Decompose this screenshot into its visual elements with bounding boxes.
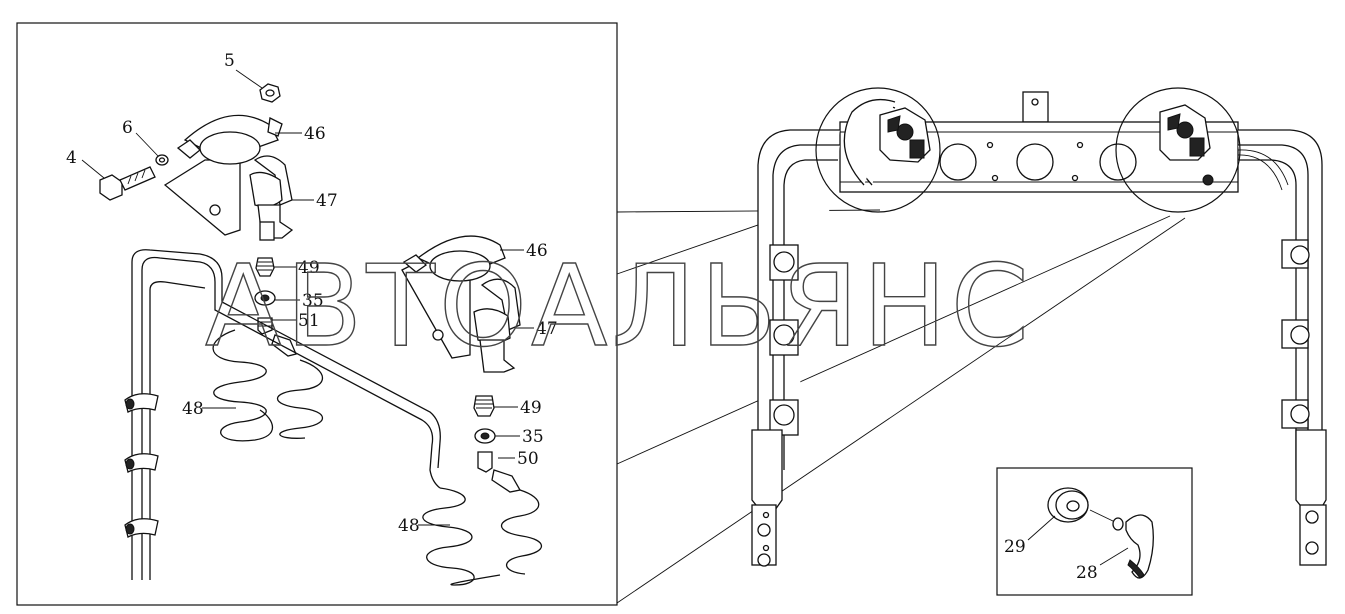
callout-28: 28 xyxy=(1076,563,1098,583)
fittings-lower xyxy=(473,395,522,493)
latch-28 xyxy=(1089,509,1154,579)
callout-47-lower: 47 xyxy=(536,319,558,339)
callout-50: 50 xyxy=(517,449,539,469)
callout-46-upper: 46 xyxy=(304,124,326,144)
callout-49-lower: 49 xyxy=(520,398,542,418)
callout-51: 51 xyxy=(298,311,320,331)
callout-6: 6 xyxy=(122,118,133,138)
coiled-hose-lower xyxy=(422,487,542,586)
detail-frame xyxy=(16,22,618,606)
coiled-hose-upper xyxy=(212,329,323,442)
detail-circle-right xyxy=(1115,87,1241,213)
callout-46-lower: 46 xyxy=(526,241,548,261)
pipe-assembly xyxy=(131,249,441,580)
nut-5 xyxy=(259,83,281,103)
callout-49-upper: 49 xyxy=(298,258,320,278)
coupling-head-lower xyxy=(473,278,521,373)
pipe-clamps xyxy=(124,393,159,538)
callout-4: 4 xyxy=(66,148,77,168)
coupling-head-upper xyxy=(249,155,294,241)
detail-circle-left xyxy=(815,87,941,213)
coupling-bracket-upper xyxy=(163,114,283,236)
callout-48-upper: 48 xyxy=(182,399,204,419)
watermark: АВТОАЛЬЯНС xyxy=(205,242,1033,372)
bolt-4 xyxy=(99,166,156,201)
grommet-29 xyxy=(1047,487,1089,523)
coupling-bracket-lower xyxy=(401,235,506,359)
callout-35-lower: 35 xyxy=(522,427,544,447)
callouts-left: 5 6 4 46 47 49 35 51 48 46 47 49 35 50 4… xyxy=(66,51,558,536)
fittings-upper xyxy=(254,257,297,357)
callout-leaders-inset xyxy=(1027,515,1129,566)
callout-5: 5 xyxy=(224,51,235,71)
callout-29: 29 xyxy=(1004,537,1026,557)
parts-inset-frame xyxy=(996,467,1193,596)
callout-leaders-left xyxy=(81,69,534,526)
callout-48-lower: 48 xyxy=(398,516,420,536)
callout-35-upper: 35 xyxy=(302,291,324,311)
callout-47-upper: 47 xyxy=(316,191,338,211)
